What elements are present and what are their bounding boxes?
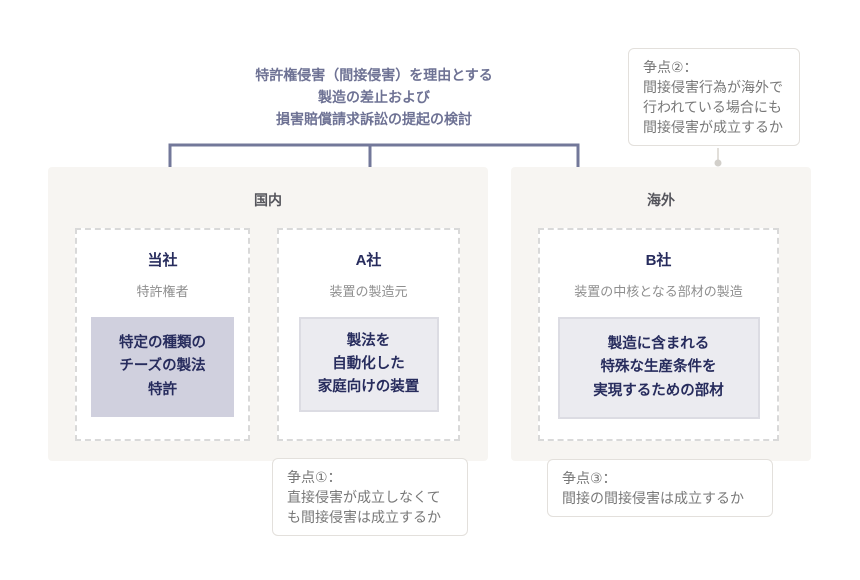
entity-company-b: B社 装置の中核となる部材の製造 製造に含まれる 特殊な生産条件を 実現するため… xyxy=(538,228,779,441)
panel-overseas: 海外 B社 装置の中核となる部材の製造 製造に含まれる 特殊な生産条件を 実現す… xyxy=(511,167,811,461)
panel-overseas-label: 海外 xyxy=(647,192,675,208)
entity-our-company: 当社 特許権者 特定の種類の チーズの製法 特許 xyxy=(75,228,250,441)
company-a-role: 装置の製造元 xyxy=(329,284,408,299)
company-b-role: 装置の中核となる部材の製造 xyxy=(574,284,743,299)
company-a-product-box: 製法を 自動化した 家庭向けの装置 xyxy=(298,317,439,412)
callout-issue-3: 争点③： 間接の間接侵害は成立するか xyxy=(547,459,773,517)
our-company-asset-box: 特定の種類の チーズの製法 特許 xyxy=(91,317,234,417)
connector-issue2-dot xyxy=(714,159,722,167)
company-b-title: B社 xyxy=(645,252,672,269)
panel-domestic: 国内 当社 特許権者 特定の種類の チーズの製法 特許 A社 装置の製造元 製法… xyxy=(48,167,488,461)
company-b-product-box: 製造に含まれる 特殊な生産条件を 実現するための部材 xyxy=(557,317,760,419)
callout-issue-1: 争点①： 直接侵害が成立しなくて も間接侵害は成立するか xyxy=(272,458,468,536)
lawsuit-consideration-note: 特許権侵害（間接侵害）を理由とする 製造の差止および 損害賠償請求訴訟の提起の検… xyxy=(255,67,493,127)
company-a-title: A社 xyxy=(355,252,382,269)
entity-company-a: A社 装置の製造元 製法を 自動化した 家庭向けの装置 xyxy=(277,228,460,441)
our-company-title: 当社 xyxy=(147,252,178,269)
callout-issue-2: 争点②： 間接侵害行為が海外で 行われている場合にも 間接侵害が成立するか xyxy=(628,48,800,146)
our-company-role: 特許権者 xyxy=(136,284,189,299)
panel-domestic-label: 国内 xyxy=(254,192,282,208)
